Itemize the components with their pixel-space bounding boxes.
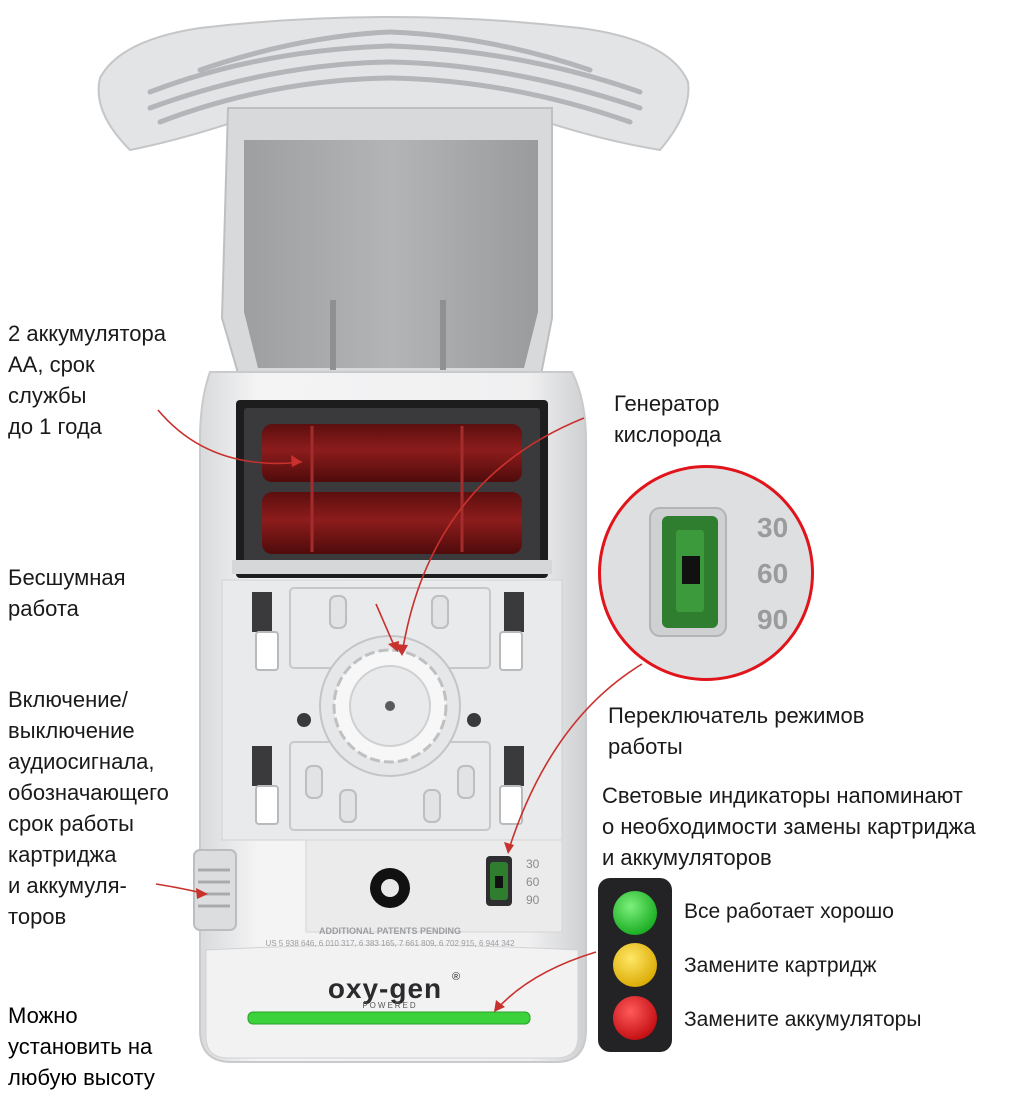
zoom-setting-0: 30 [757,512,788,543]
small-setting-2: 90 [526,893,540,907]
arrow-generator [401,417,585,655]
zoom-scale: 30 60 90 [757,512,788,635]
switch-zoom [598,465,814,681]
annotation-arrows [155,409,643,1011]
led-yellow [613,943,657,987]
traffic-light [598,878,672,1052]
led-green [613,891,657,935]
battery-pack [262,424,522,554]
small-scale: 30 60 90 [526,857,540,907]
arrow-silent [375,603,397,651]
brand-name: oxy-gen [328,973,442,1004]
brand-sub: POWERED [362,1001,417,1010]
status-led-strip [247,1011,531,1025]
patent-title: ADDITIONAL PATENTS PENDING [319,926,461,936]
zoom-setting-2: 90 [757,604,788,635]
small-setting-1: 60 [526,875,540,889]
callout-audio: Включение/ выключение аудиосигнала, обоз… [8,687,169,929]
patent-numbers: US 5 938 646, 6 010 317, 6 383 165, 7 66… [265,939,515,948]
lid [220,107,553,381]
brand-logo: oxy-gen ® POWERED [328,971,460,1010]
mode-switch-small [486,856,512,906]
small-setting-0: 30 [526,857,540,871]
callout-mounting: Можно установить на любую высоту [8,1003,155,1090]
arrow-batteries [157,409,303,465]
callout-mode-switch: Переключатель режимов работы [608,703,865,759]
brand-mark: ® [452,971,460,983]
audio-toggle [193,849,237,931]
legend-green: Все работает хорошо [684,900,894,923]
arrow-indicators [495,951,597,1011]
callout-silent: Бесшумная работа [8,565,126,621]
legend-red: Замените аккумуляторы [684,1008,922,1031]
callout-indicators: Световые индикаторы напоминают о необход… [602,783,976,870]
callout-generator: Генератор кислорода [614,391,722,447]
legend-yellow: Замените картридж [684,954,877,977]
device-body [193,371,587,1063]
arrow-mode-switch [507,663,643,853]
led-red [613,996,657,1040]
zoom-setting-1: 60 [757,558,788,589]
callout-batteries: 2 аккумулятора АА, срок службы до 1 года [8,321,167,439]
